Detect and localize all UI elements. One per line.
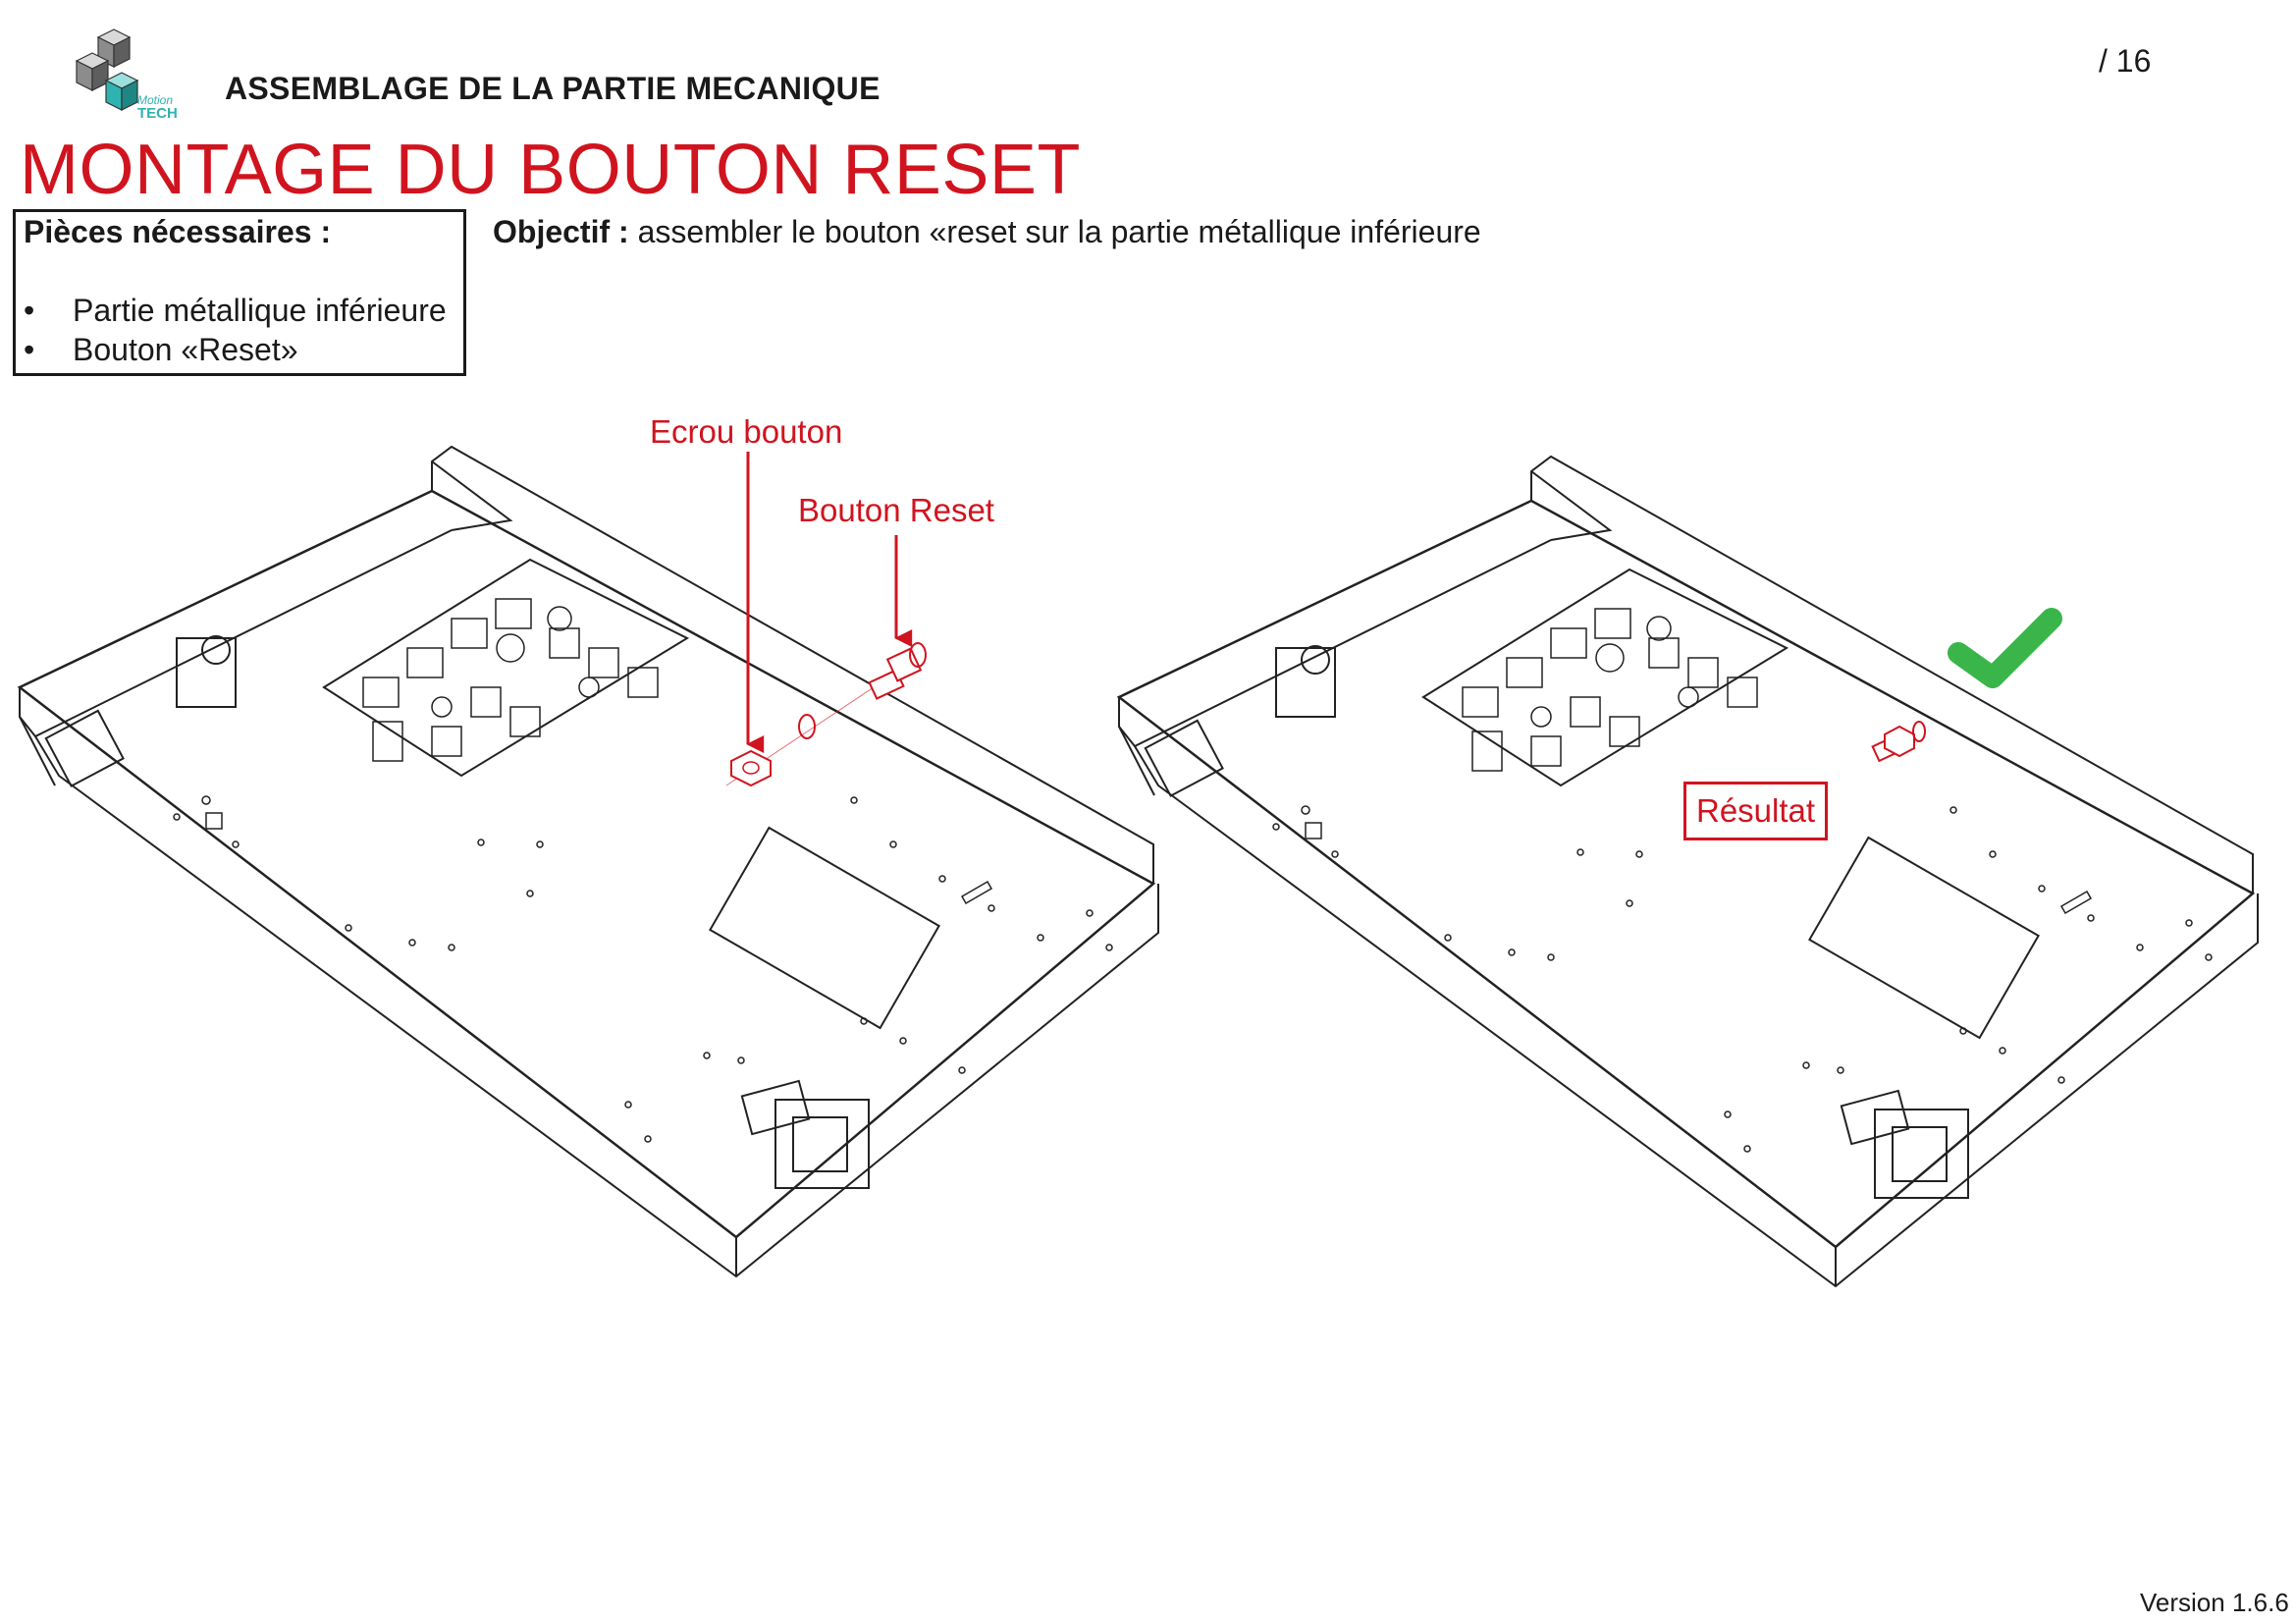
mount-hole [798, 714, 816, 739]
objective-description: assembler le bouton «reset sur la partie… [637, 214, 1481, 249]
chassis-before-drawing [17, 445, 1159, 1278]
nut-part [730, 749, 772, 787]
chassis-after-drawing [1116, 455, 2259, 1288]
required-parts-heading: Pièces nécessaires : [24, 214, 332, 249]
objective-text: Objectif : assembler le bouton «reset su… [493, 214, 1481, 250]
exploded-parts [725, 452, 927, 787]
objective-label: Objectif : [493, 214, 629, 249]
logo-text-motion: Motion [137, 93, 173, 107]
section-title: ASSEMBLAGE DE LA PARTIE MECANIQUE [225, 71, 881, 106]
checkmark-icon [1948, 608, 2062, 688]
part-item: • Partie métallique inférieure [24, 293, 447, 329]
page-number: / 16 [2099, 43, 2152, 79]
mounted-reset-button [1871, 721, 1926, 763]
version-label: Version 1.6.6 [2140, 1588, 2289, 1617]
callout-reset-button: Bouton Reset [798, 492, 994, 528]
callout-nut: Ecrou bouton [650, 413, 843, 450]
required-parts-box: Pièces nécessaires : • Partie métallique … [13, 209, 466, 376]
bullet-icon: • [24, 293, 35, 328]
logo-text-tech: TECH [137, 105, 178, 122]
part-item-label: Partie métallique inférieure [73, 293, 447, 328]
part-item: • Bouton «Reset» [24, 332, 298, 368]
company-logo: Motion TECH [75, 28, 178, 122]
reset-button-part [868, 642, 927, 700]
page-title: MONTAGE DU BOUTON RESET [20, 131, 1081, 209]
result-label: Résultat [1683, 782, 1829, 840]
bullet-icon: • [24, 332, 35, 367]
part-item-label: Bouton «Reset» [73, 332, 298, 367]
